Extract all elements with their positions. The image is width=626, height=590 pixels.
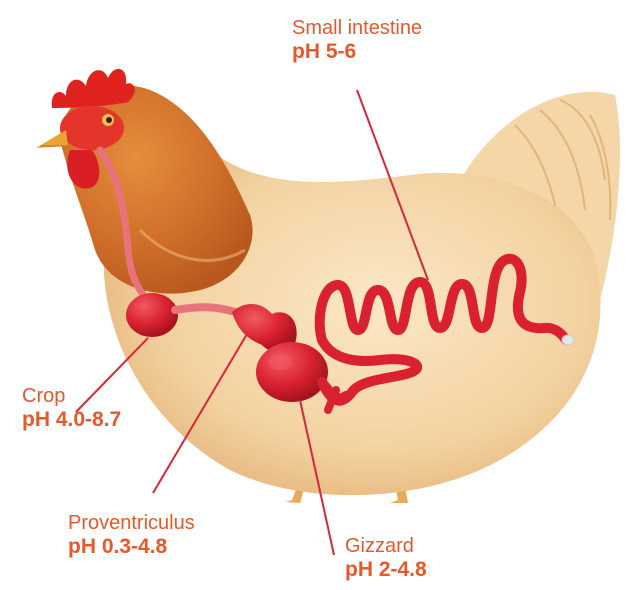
- wattle: [67, 150, 99, 188]
- crop-organ: [126, 293, 178, 337]
- proventriculus-ph: pH 0.3-4.8: [68, 535, 195, 559]
- crop-ph: pH 4.0-8.7: [22, 408, 121, 432]
- small-intestine-name: Small intestine: [292, 17, 422, 40]
- label-crop: Crop pH 4.0-8.7: [22, 385, 121, 432]
- crop-name: Crop: [22, 385, 121, 408]
- beak: [36, 130, 68, 148]
- proventriculus-name: Proventriculus: [68, 512, 195, 535]
- face: [60, 106, 124, 150]
- label-proventriculus: Proventriculus pH 0.3-4.8: [68, 512, 195, 559]
- label-small-intestine: Small intestine pH 5-6: [292, 17, 422, 64]
- label-gizzard: Gizzard pH 2-4.8: [345, 535, 427, 582]
- comb: [52, 69, 135, 108]
- gizzard-organ: [256, 342, 328, 402]
- gizzard-ph: pH 2-4.8: [345, 558, 427, 582]
- small-intestine-ph: pH 5-6: [292, 40, 422, 64]
- gizzard-name: Gizzard: [345, 535, 427, 558]
